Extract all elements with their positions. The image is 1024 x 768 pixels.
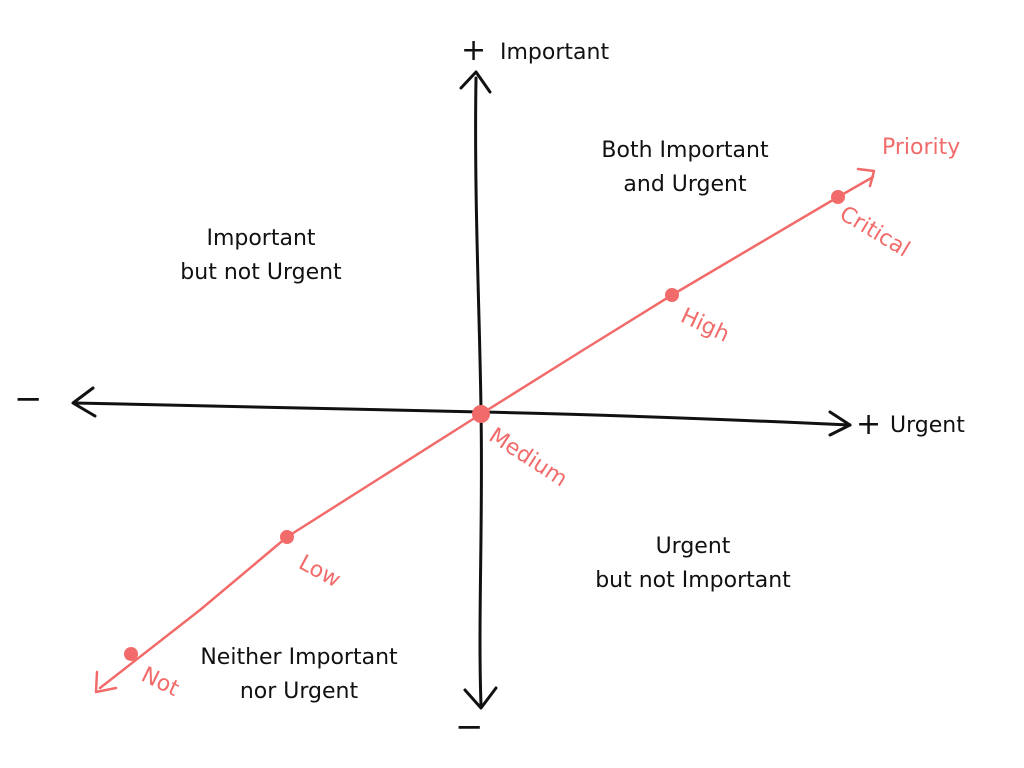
vertical-axis-arrowhead-top — [459, 70, 492, 94]
quadrant-label-important-and-urgent: Both Important and Urgent — [601, 134, 768, 202]
priority-axis — [98, 175, 875, 690]
quadrant-label-line: Important — [206, 226, 316, 251]
priority-point-critical — [831, 190, 845, 204]
priority-axis-arrowhead-top — [856, 167, 876, 188]
priority-point-not — [124, 647, 138, 661]
horizontal-axis-arrowhead-left — [71, 386, 97, 418]
quadrant-label-line: but not Urgent — [180, 260, 342, 285]
horizontal-axis-arrowhead-right — [828, 410, 852, 437]
quadrant-label-line: but not Important — [595, 568, 791, 593]
priority-point-high — [665, 288, 679, 302]
priority-title: Priority — [882, 135, 961, 160]
priority-point-low — [280, 530, 294, 544]
y-axis-negative-sign: − — [455, 707, 484, 747]
quadrant-label-line: Both Important — [601, 138, 769, 163]
quadrant-label-line: and Urgent — [623, 172, 747, 197]
x-axis-positive-sign: + — [856, 407, 882, 442]
vertical-axis — [474, 76, 483, 707]
vertical-axis-arrowhead-bottom — [463, 686, 498, 710]
x-axis-label-urgent: Urgent — [890, 413, 965, 438]
horizontal-axis — [73, 401, 852, 427]
priority-point-medium — [472, 405, 490, 423]
quadrant-label-line: nor Urgent — [239, 679, 359, 704]
y-axis-label-important: Important — [500, 40, 610, 65]
priority-axis-arrowhead-bottom — [94, 670, 118, 694]
quadrant-label-important-not-urgent: Important but not Urgent — [180, 222, 341, 290]
quadrant-label-line: Urgent — [655, 534, 731, 559]
x-axis-negative-sign: − — [14, 379, 43, 419]
y-axis-positive-sign: + — [461, 33, 487, 68]
quadrant-label-line: Neither Important — [200, 645, 398, 670]
quadrant-label-neither: Neither Important nor Urgent — [200, 641, 397, 709]
quadrant-label-urgent-not-important: Urgent but not Important — [595, 530, 791, 598]
